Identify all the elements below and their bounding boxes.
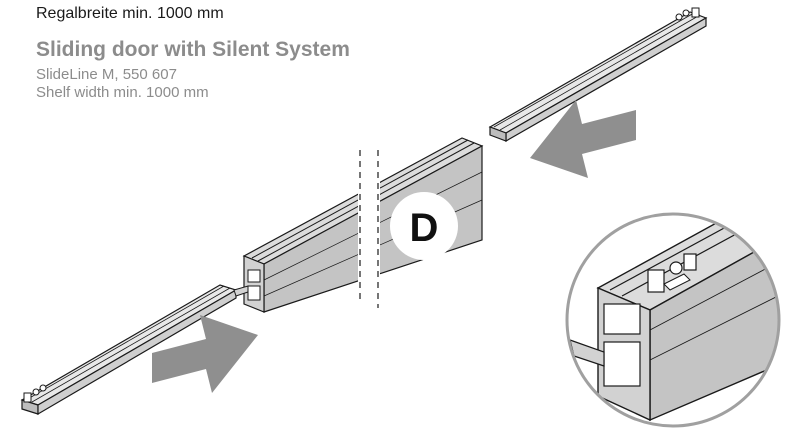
upper-insert-strip (488, 7, 708, 143)
cut-marker (358, 140, 380, 310)
step-label: D (410, 206, 439, 250)
german-shelf-width-note: Regalbreite min. 1000 mm (36, 5, 224, 22)
step-badge: D (390, 192, 458, 260)
product-model: SlideLine M, 550 607 (36, 66, 177, 83)
detail-magnifier (565, 212, 781, 428)
shelf-width-note: Shelf width min. 1000 mm (36, 84, 209, 101)
insert-arrow-right (530, 100, 636, 178)
product-title: Sliding door with Silent System (36, 38, 350, 61)
insert-arrow-left (152, 315, 258, 393)
lower-insert-strip (20, 284, 238, 416)
